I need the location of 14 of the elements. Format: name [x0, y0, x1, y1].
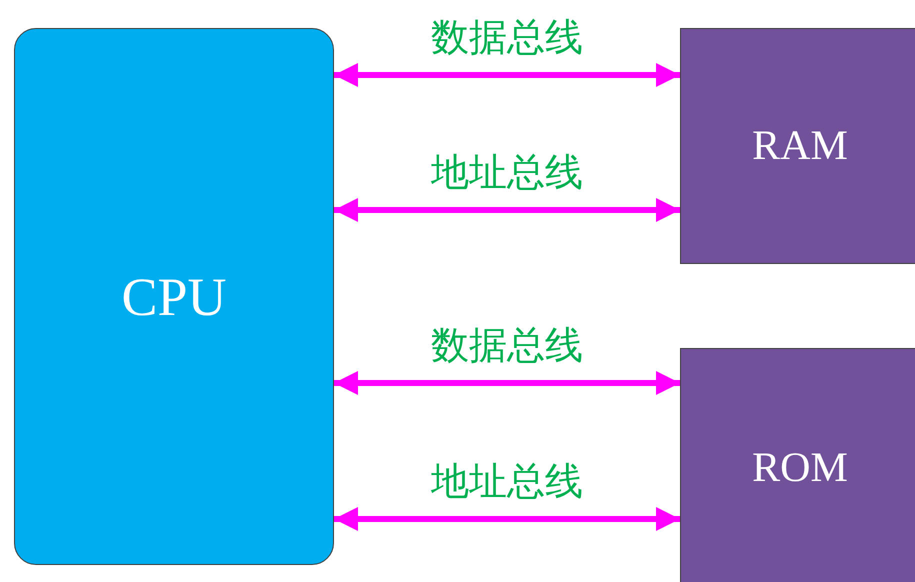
component-box: [14, 28, 334, 565]
bus-label: 地址总线: [431, 149, 583, 196]
double-arrow: [334, 371, 680, 395]
component-label: CPU: [121, 266, 227, 328]
component-box: [680, 28, 915, 264]
component-label: ROM: [752, 444, 848, 492]
bus-label: 数据总线: [431, 322, 583, 369]
double-arrow: [334, 198, 680, 222]
double-arrow: [334, 507, 680, 531]
component-label: RAM: [752, 122, 848, 170]
double-arrow: [334, 63, 680, 87]
component-box: [680, 348, 915, 582]
bus-label: 地址总线: [431, 458, 583, 505]
bus-label: 数据总线: [431, 14, 583, 61]
